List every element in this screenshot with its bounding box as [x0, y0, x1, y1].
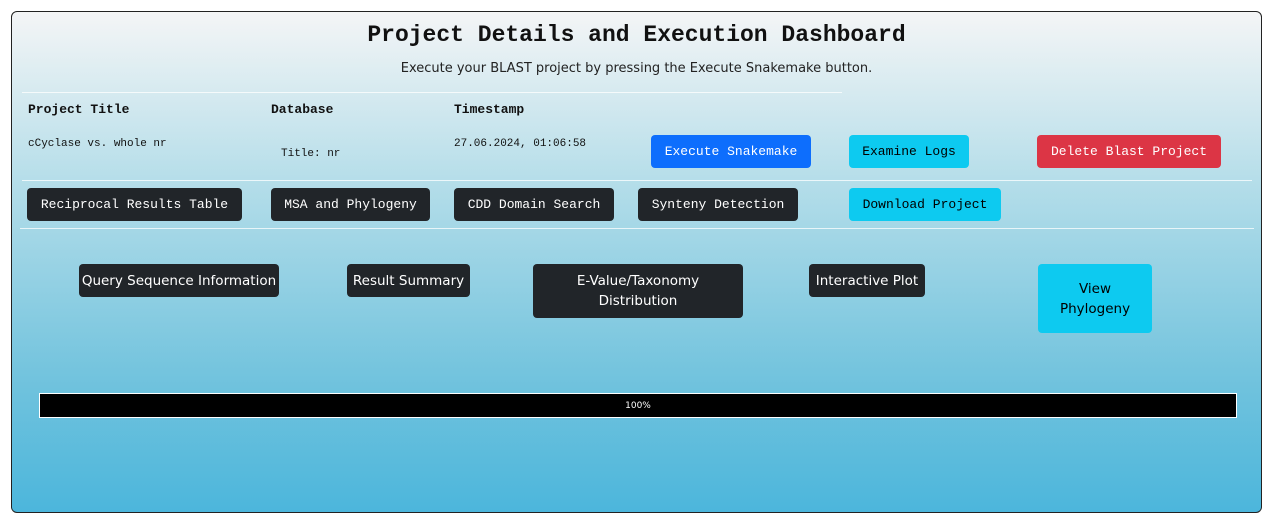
- view-phylogeny-button[interactable]: View Phylogeny: [1038, 264, 1152, 333]
- interactive-plot-button[interactable]: Interactive Plot: [809, 264, 925, 297]
- dashboard-panel: Project Details and Execution Dashboard …: [11, 11, 1262, 513]
- column-header-timestamp: Timestamp: [454, 102, 525, 117]
- evalue-taxonomy-button[interactable]: E-Value/Taxonomy Distribution: [533, 264, 743, 318]
- section-divider: [20, 228, 1254, 229]
- msa-phylogeny-button[interactable]: MSA and Phylogeny: [271, 188, 430, 221]
- execute-snakemake-button[interactable]: Execute Snakemake: [651, 135, 811, 168]
- row-divider: [22, 180, 1252, 181]
- project-title-value: cCyclase vs. whole nr: [28, 138, 167, 150]
- column-header-project-title: Project Title: [28, 102, 130, 117]
- result-summary-button[interactable]: Result Summary: [347, 264, 470, 297]
- database-value: Title: nr: [281, 148, 341, 160]
- progress-bar: 100%: [39, 393, 1237, 418]
- cdd-domain-search-button[interactable]: CDD Domain Search: [454, 188, 614, 221]
- query-sequence-info-button[interactable]: Query Sequence Information: [79, 264, 279, 297]
- timestamp-value: 27.06.2024, 01:06:58: [454, 138, 587, 150]
- delete-project-button[interactable]: Delete Blast Project: [1037, 135, 1221, 168]
- header-divider: [22, 92, 842, 93]
- examine-logs-button[interactable]: Examine Logs: [849, 135, 969, 168]
- page-subtitle: Execute your BLAST project by pressing t…: [400, 61, 873, 76]
- progress-bar-fill: 100%: [40, 394, 1236, 417]
- page-title: Project Details and Execution Dashboard: [367, 22, 906, 48]
- synteny-detection-button[interactable]: Synteny Detection: [638, 188, 798, 221]
- download-project-button[interactable]: Download Project: [849, 188, 1001, 221]
- reciprocal-results-button[interactable]: Reciprocal Results Table: [27, 188, 242, 221]
- column-header-database: Database: [271, 102, 334, 117]
- progress-label: 100%: [625, 400, 651, 411]
